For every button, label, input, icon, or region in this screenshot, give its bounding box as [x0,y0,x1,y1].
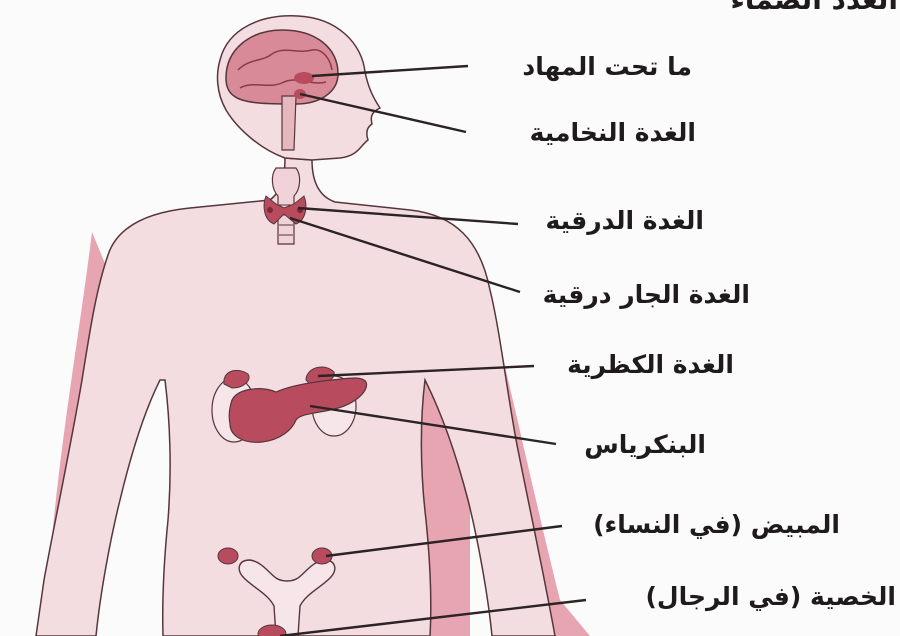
label-pituitary: الغدة النخامية [530,120,696,145]
diagram-title: الغدد الصماء [730,0,898,14]
label-testis: الخصية (في الرجال) [645,584,896,609]
parathyroid [267,207,273,213]
label-hypothalamus: ما تحت المهاد [522,54,692,79]
label-ovary: المبيض (في النساء) [593,512,840,537]
label-parathyroid: الغدة الجار درقية [543,282,750,307]
hypothalamus [294,72,314,84]
brainstem [282,96,296,150]
label-pancreas: البنكرياس [584,432,706,457]
ovary-left [218,548,238,564]
label-adrenal: الغدة الكظرية [567,352,734,377]
label-thyroid: الغدة الدرقية [546,208,705,233]
